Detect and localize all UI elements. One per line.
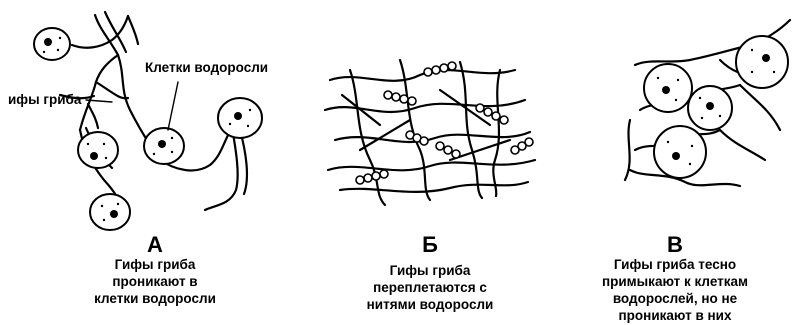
panel-b-illustration	[300, 0, 560, 240]
algal-cell-c2	[688, 86, 732, 130]
panel-a-caption: Гифы гриба проникают в клетки водоросли	[90, 256, 220, 307]
panel-a-illustration	[0, 0, 290, 240]
panel-a-caption-line-1: Гифы гриба	[90, 256, 220, 273]
panel-a-caption-line-2: проникают в	[90, 273, 220, 290]
panel-b-caption-line-1: Гифы гриба	[355, 262, 505, 279]
panel-a: ифы гриба Клетки водоросли А Гифы гриба …	[0, 0, 290, 325]
label-fungal-hyphae: ифы гриба	[8, 92, 81, 107]
algal-cell-4	[218, 98, 262, 138]
panel-a-caption-line-3: клетки водоросли	[90, 290, 220, 307]
panel-c-illustration	[580, 0, 802, 240]
algal-cell-1	[34, 28, 70, 60]
panel-c-caption-line-3: водорослей, но не	[590, 290, 760, 307]
algal-cell-c4	[654, 126, 706, 178]
panel-c-letter: В	[660, 232, 690, 258]
panel-b-letter: Б	[415, 232, 445, 258]
algal-cell-2	[78, 132, 118, 168]
algal-cell-c3	[736, 36, 788, 88]
panel-a-letter: А	[140, 232, 170, 258]
pointer-line-algal-cells	[168, 82, 178, 130]
panel-c: В Гифы гриба тесно примыкают к клеткам в…	[580, 0, 802, 325]
algal-cell-3	[144, 128, 184, 164]
panel-b-caption: Гифы гриба переплетаются с нитями водоро…	[355, 262, 505, 313]
panel-b-caption-line-2: переплетаются с	[355, 279, 505, 296]
panel-c-caption-line-1: Гифы гриба тесно	[590, 256, 760, 273]
panel-c-caption-line-2: примыкают к клеткам	[590, 273, 760, 290]
panel-c-caption-line-4: проникают в них	[590, 307, 760, 324]
panel-c-caption: Гифы гриба тесно примыкают к клеткам вод…	[590, 256, 760, 324]
algal-cell-c1	[644, 64, 692, 112]
panel-b: Б Гифы гриба переплетаются с нитями водо…	[300, 0, 560, 325]
panel-b-caption-line-3: нитями водоросли	[355, 296, 505, 313]
label-algal-cells: Клетки водоросли	[145, 60, 268, 75]
algal-cell-5	[90, 194, 130, 230]
